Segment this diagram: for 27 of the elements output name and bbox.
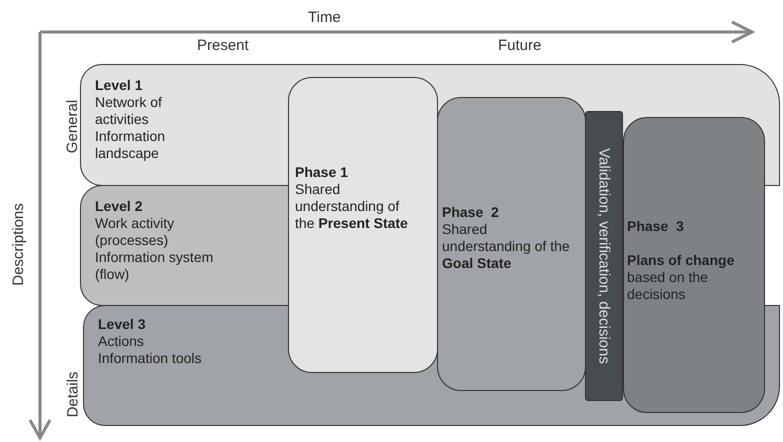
column-label: Future xyxy=(498,37,542,54)
body-text: Actions xyxy=(98,333,145,350)
vertical-text: Validation, verification, decisions xyxy=(596,148,612,364)
row-label: General xyxy=(64,100,82,154)
body-text: Network of activities xyxy=(95,94,163,128)
body-text: Information system (flow) xyxy=(95,249,214,283)
phase-box xyxy=(437,97,586,391)
level-band xyxy=(80,185,289,306)
body-text: Shared understanding of the Present State xyxy=(295,181,409,232)
body-text: Work activity (processes) xyxy=(95,215,176,249)
heading: Level 3 xyxy=(98,316,146,333)
phase-box xyxy=(288,77,438,373)
body-text: Shared understanding of the Goal State xyxy=(442,221,571,272)
axis-label: Time xyxy=(308,9,341,26)
heading: Level 2 xyxy=(95,198,144,215)
heading: Phase 2 xyxy=(442,204,500,221)
validation-bar xyxy=(585,111,623,401)
body-text: Information landscape xyxy=(95,128,166,162)
heading: Level 1 xyxy=(95,77,144,94)
heading: Phase 1 xyxy=(295,164,349,181)
row-label: Details xyxy=(64,372,82,418)
heading: Phase 3 xyxy=(627,218,685,235)
body-text: Plans of change based on the decisions xyxy=(627,252,736,303)
phase-box xyxy=(623,117,765,413)
axis-label: Descriptions xyxy=(10,203,27,286)
body-text: Information tools xyxy=(98,350,202,367)
column-label: Present xyxy=(197,37,249,54)
